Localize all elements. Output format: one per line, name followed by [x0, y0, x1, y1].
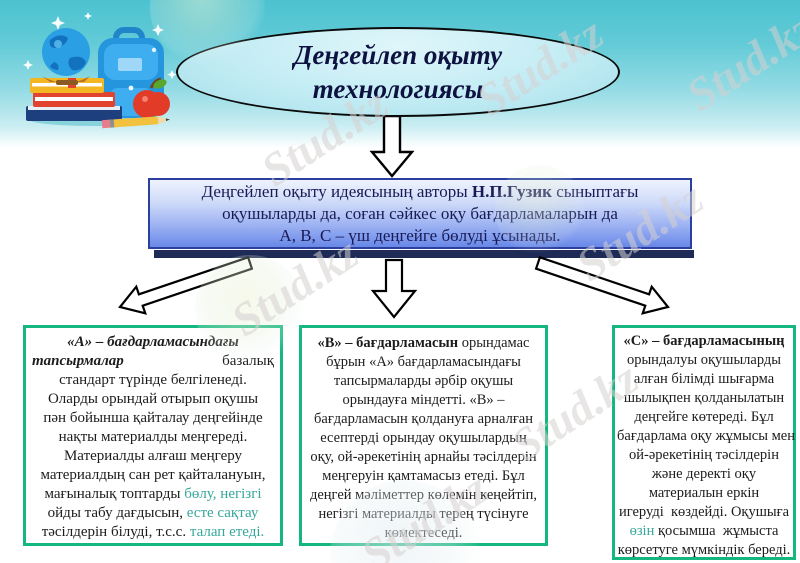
- apple-icon: [133, 77, 170, 118]
- intro-box: Деңгейлеп оқыту идеясының авторы Н.П.Гуз…: [148, 178, 692, 249]
- title-ellipse: Деңгейлеп оқыту технологиясы: [176, 27, 620, 117]
- fanout-arrows: [118, 255, 670, 319]
- arrow-down-icon: [370, 258, 418, 319]
- arrow-down-right-icon: [534, 255, 670, 315]
- pencil-icon: [101, 116, 170, 129]
- arrow-down-icon: [369, 114, 415, 178]
- school-supplies-illustration: [23, 12, 177, 129]
- arrow-down-left-icon: [118, 255, 254, 315]
- intro-box-shadow: [154, 250, 694, 258]
- globe-icon: [42, 28, 90, 85]
- page-title-line2: технологиясы: [312, 74, 484, 104]
- page-title-line1: Деңгейлеп оқыту: [293, 40, 503, 70]
